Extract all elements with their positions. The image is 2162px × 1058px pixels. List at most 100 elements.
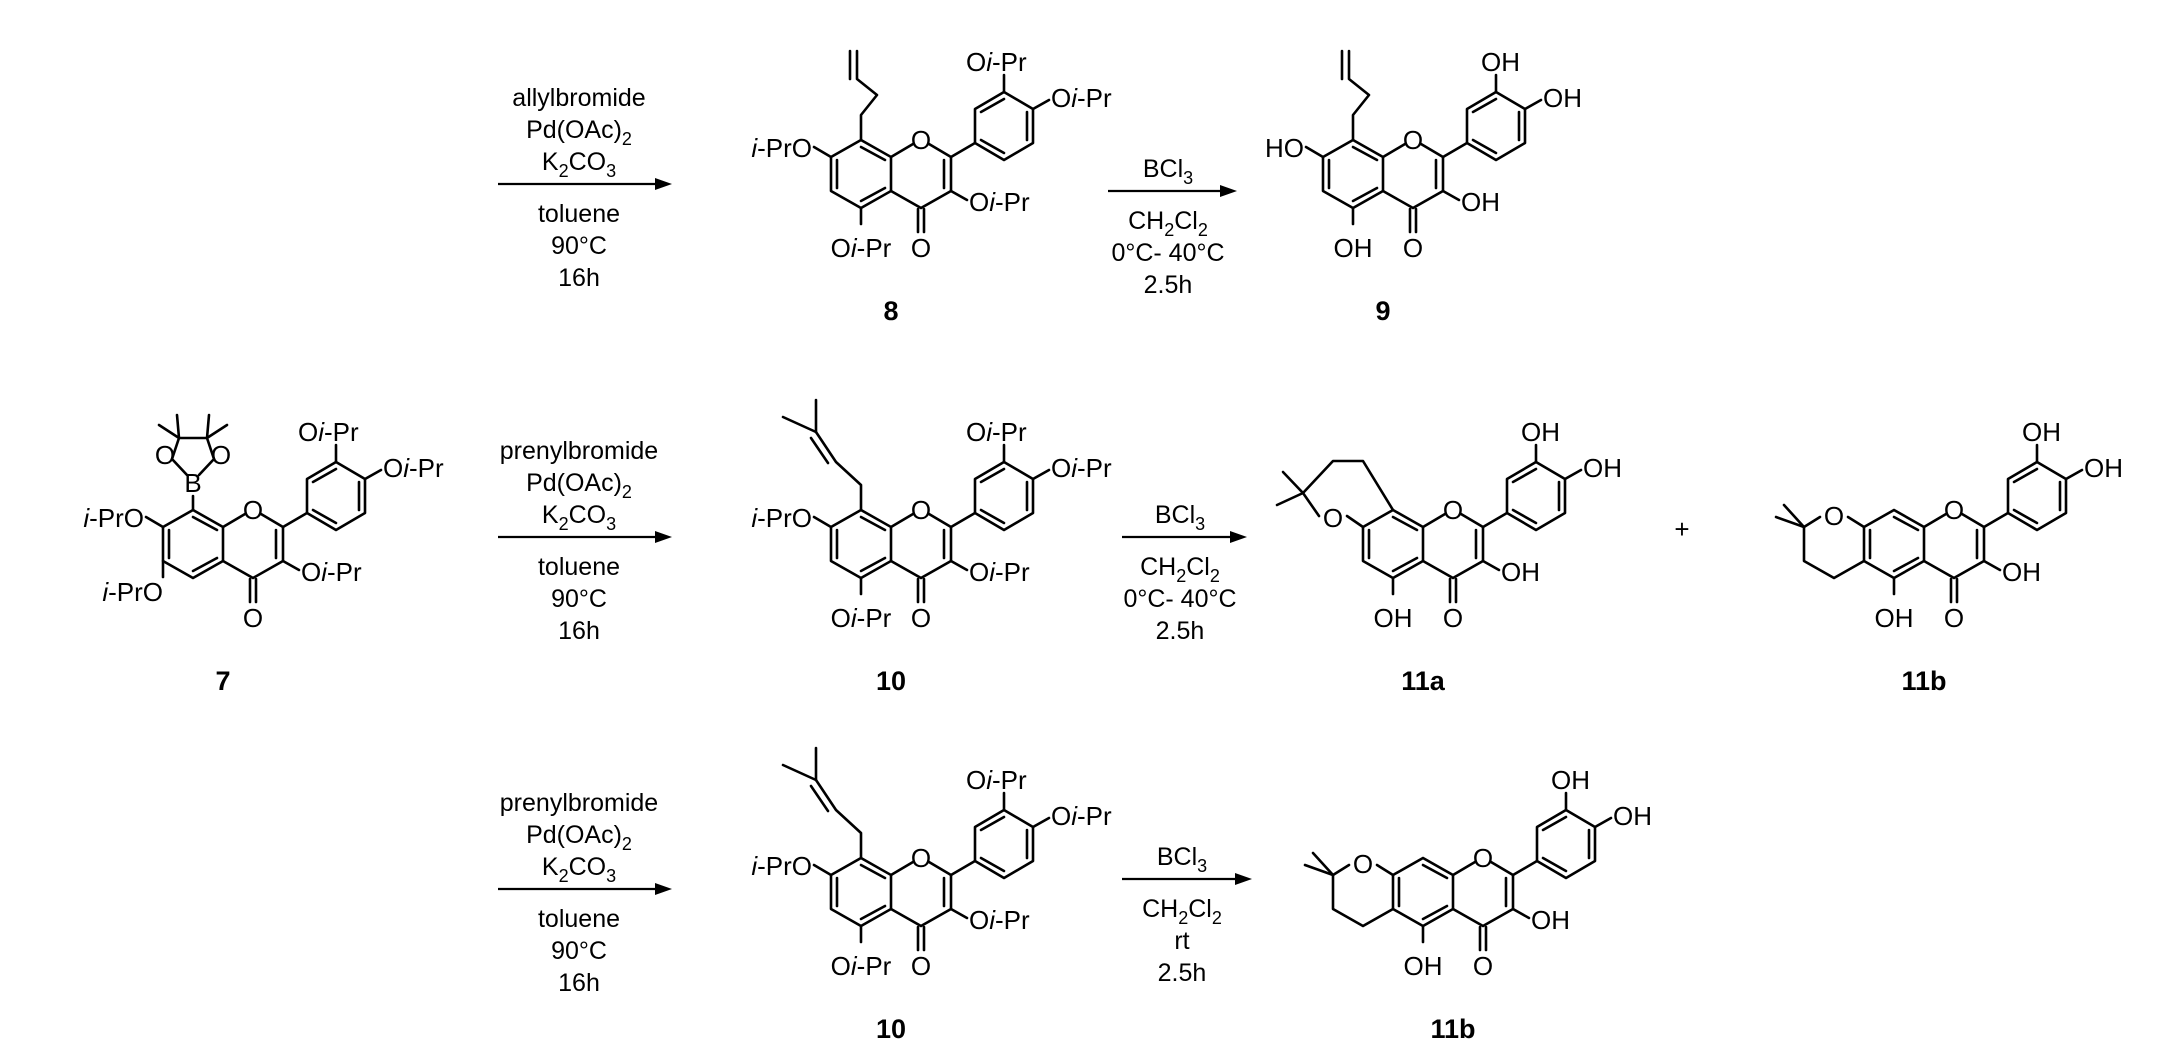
substituent-3-oh: OH xyxy=(1461,187,1500,217)
compound-number: 10 xyxy=(876,1014,906,1044)
compound-number: 7 xyxy=(215,666,230,696)
substituent-3-oipr: Oi-Pr xyxy=(969,187,1030,217)
carbonyl-oxygen: O xyxy=(911,951,931,981)
condition-above: BCl3 xyxy=(1157,843,1207,876)
substituent-3p-oipr: Oi-Pr xyxy=(966,765,1027,795)
substituent-3p-oh: OH xyxy=(1521,417,1560,447)
carbonyl-oxygen: O xyxy=(243,603,263,633)
ring-oxygen: O xyxy=(211,440,231,470)
condition-below: CH2Cl2 xyxy=(1142,895,1222,928)
condition-below: 90°C xyxy=(551,232,607,260)
compound-number: 8 xyxy=(883,296,898,326)
substituent-7-oipr: i-PrO xyxy=(83,503,144,533)
compound-10: O O i-PrO Oi-Pr Oi-Pr Oi-Pr Oi-Pr 10 xyxy=(751,746,1112,1044)
substituent-3-oh: OH xyxy=(1501,557,1540,587)
condition-above: allylbromide xyxy=(512,84,645,112)
substituent-4p-oipr: Oi-Pr xyxy=(1051,453,1112,483)
substituent-5-oh: OH xyxy=(1875,603,1914,633)
condition-above: BCl3 xyxy=(1155,501,1205,534)
ring-oxygen: O xyxy=(911,843,931,873)
carbonyl-oxygen: O xyxy=(1403,233,1423,263)
carbonyl-oxygen: O xyxy=(1944,603,1964,633)
condition-below: toluene xyxy=(538,200,620,228)
substituent-3p-oipr: Oi-Pr xyxy=(966,47,1027,77)
substituent-7-oipr: i-PrO xyxy=(751,133,812,163)
condition-above: K2CO3 xyxy=(542,501,616,534)
substituent-4p-oh: OH xyxy=(1583,453,1622,483)
substituent-3p-oh: OH xyxy=(1551,765,1590,795)
condition-above: Pd(OAc)2 xyxy=(526,116,632,149)
substituent-7-oipr: i-PrO xyxy=(751,851,812,881)
ring-oxygen: O xyxy=(1944,495,1964,525)
substituent-4p-oh: OH xyxy=(2084,453,2123,483)
substituent-3p-oh: OH xyxy=(1481,47,1520,77)
substituent-4p-oh: OH xyxy=(1543,83,1582,113)
compound-number: 10 xyxy=(876,666,906,696)
ring-oxygen: O xyxy=(1323,503,1343,533)
substituent-5-oipr: i-PrO xyxy=(102,577,163,607)
compound-11a: O O O OH OH OH OH 11a xyxy=(1275,417,1622,696)
arrow-head xyxy=(1230,531,1247,543)
condition-below: CH2Cl2 xyxy=(1128,207,1208,240)
condition-above: prenylbromide xyxy=(500,789,658,817)
compound-10: O O i-PrO Oi-Pr Oi-Pr Oi-Pr Oi-Pr 10 xyxy=(751,398,1112,696)
ring-oxygen: O xyxy=(911,125,931,155)
condition-below: 16h xyxy=(558,264,600,292)
condition-below: 0°C- 40°C xyxy=(1123,585,1236,613)
compound-9: O O HO OH OH OH OH 9 xyxy=(1265,47,1582,326)
compound-number: 9 xyxy=(1375,296,1390,326)
condition-above: K2CO3 xyxy=(542,148,616,181)
condition-below: 2.5h xyxy=(1156,617,1205,645)
substituent-5-oipr: Oi-Pr xyxy=(831,951,892,981)
carbonyl-oxygen: O xyxy=(1443,603,1463,633)
condition-below: toluene xyxy=(538,553,620,581)
ring-oxygen: O xyxy=(1473,843,1493,873)
condition-below: CH2Cl2 xyxy=(1140,553,1220,586)
condition-below: 2.5h xyxy=(1144,271,1193,299)
substituent-4p-oh: OH xyxy=(1613,801,1652,831)
condition-below: toluene xyxy=(538,905,620,933)
substituent-3-oh: OH xyxy=(1531,905,1570,935)
plus-sign: + xyxy=(1674,514,1689,544)
ring-oxygen: O xyxy=(1403,125,1423,155)
substituent-3p-oh: OH xyxy=(2022,417,2061,447)
arrow-head xyxy=(655,178,672,190)
condition-below: 0°C- 40°C xyxy=(1111,239,1224,267)
arrow-head xyxy=(1220,185,1237,197)
carbonyl-oxygen: O xyxy=(911,233,931,263)
arrow-head xyxy=(1235,873,1252,885)
substituent-5-oh: OH xyxy=(1334,233,1373,263)
condition-below: 90°C xyxy=(551,585,607,613)
substituent-3-oipr: Oi-Pr xyxy=(969,557,1030,587)
condition-below: 90°C xyxy=(551,937,607,965)
carbonyl-oxygen: O xyxy=(911,603,931,633)
arrow-head xyxy=(655,531,672,543)
carbonyl-oxygen: O xyxy=(1473,951,1493,981)
substituent-7-oh: HO xyxy=(1265,133,1304,163)
condition-below: 16h xyxy=(558,617,600,645)
compound-7: B O O O O i-PrO i-PrO Oi-Pr Oi-Pr Oi-Pr … xyxy=(83,413,444,696)
substituent-3-oipr: Oi-Pr xyxy=(301,557,362,587)
ring-oxygen: O xyxy=(155,440,175,470)
substituent-3-oipr: Oi-Pr xyxy=(969,905,1030,935)
condition-above: K2CO3 xyxy=(542,853,616,886)
compound-11b: O O O OH OH OH OH 11b xyxy=(1303,765,1652,1044)
ring-oxygen: O xyxy=(911,495,931,525)
condition-above: Pd(OAc)2 xyxy=(526,821,632,854)
ring-oxygen: O xyxy=(1824,501,1844,531)
substituent-7-oipr: i-PrO xyxy=(751,503,812,533)
compound-number: 11b xyxy=(1901,666,1946,696)
condition-above: Pd(OAc)2 xyxy=(526,469,632,502)
compound-number: 11b xyxy=(1430,1014,1475,1044)
compound-11b: O O O OH OH OH OH 11b xyxy=(1774,417,2123,696)
substituent-4p-oipr: Oi-Pr xyxy=(383,453,444,483)
condition-below: 2.5h xyxy=(1158,959,1207,987)
condition-above: prenylbromide xyxy=(500,437,658,465)
substituent-3p-oipr: Oi-Pr xyxy=(298,417,359,447)
condition-below: 16h xyxy=(558,969,600,997)
